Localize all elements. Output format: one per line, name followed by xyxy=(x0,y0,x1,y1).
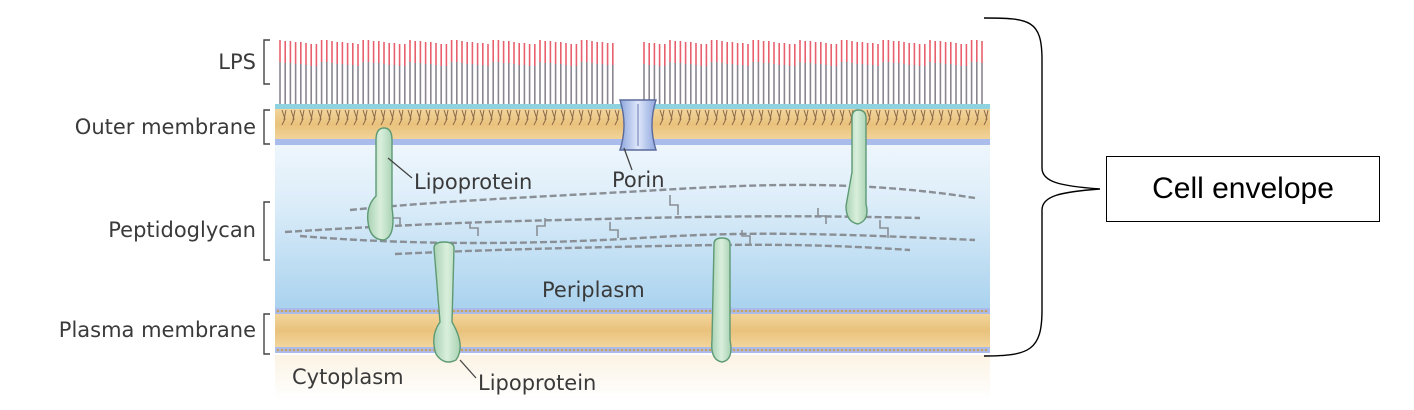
label-lipoprotein-bottom: Lipoprotein xyxy=(478,371,597,395)
cell-envelope-callout: Cell envelope xyxy=(1106,156,1380,222)
plasma-membrane xyxy=(275,308,990,353)
porin-channel-icon xyxy=(619,99,657,151)
lipoprotein-anchor-icon xyxy=(433,241,461,363)
lps-layer xyxy=(279,40,983,104)
lipoprotein-anchor-icon xyxy=(366,127,394,241)
label-cytoplasm: Cytoplasm xyxy=(292,365,404,389)
label-plasma-membrane: Plasma membrane xyxy=(58,318,256,342)
lipoprotein-anchor-icon xyxy=(845,109,868,225)
label-lps: LPS xyxy=(218,50,256,74)
cell-envelope-brace xyxy=(983,17,1101,357)
leader-lines xyxy=(387,147,633,379)
cell-envelope-label: Cell envelope xyxy=(1152,172,1334,205)
label-porin: Porin xyxy=(612,168,665,192)
lipoprotein-anchor-icon xyxy=(711,237,732,363)
label-periplasm: Periplasm xyxy=(542,278,645,302)
cytoplasm-region xyxy=(275,355,990,400)
layer-brackets xyxy=(263,39,270,355)
periplasm-region xyxy=(275,145,990,310)
label-lipoprotein-top: Lipoprotein xyxy=(414,170,533,194)
label-outer-membrane: Outer membrane xyxy=(74,115,256,139)
label-peptidoglycan: Peptidoglycan xyxy=(108,218,256,242)
peptidoglycan-crosslinks xyxy=(391,195,889,244)
